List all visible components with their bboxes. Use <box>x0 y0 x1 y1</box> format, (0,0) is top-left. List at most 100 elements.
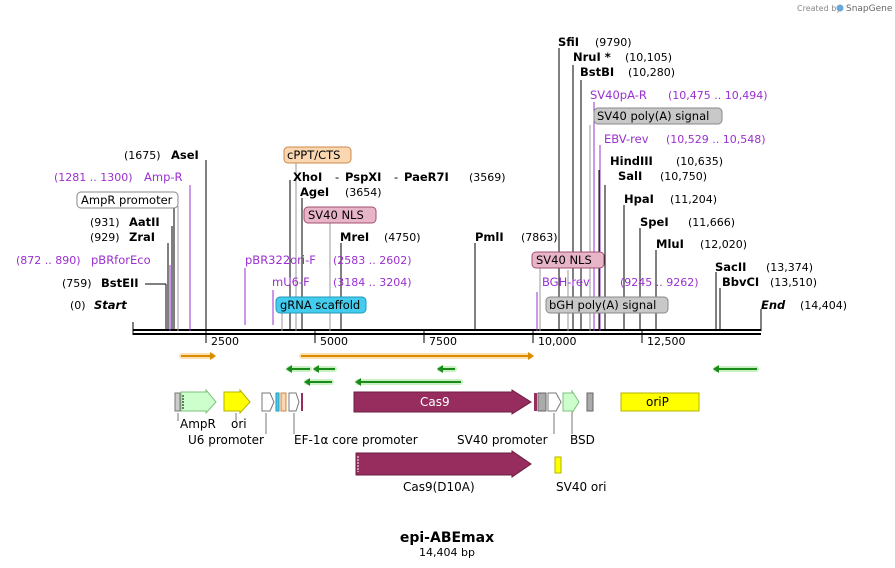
feature-cas9-arrow <box>353 389 532 415</box>
coord-bsteii: (759) <box>62 277 92 290</box>
site-agei: AgeI <box>300 185 329 199</box>
feature-label-bsd: BSD <box>570 433 595 447</box>
site-sali: SalI <box>618 169 642 183</box>
feature-ampr-promoter-mark <box>174 392 181 412</box>
coord-hpai: (11,204) <box>670 193 717 206</box>
feature-sv40-ori-box <box>554 456 562 474</box>
coord-sv40pa-r: (10,475 .. 10,494) <box>668 89 768 102</box>
orf-3-arrowhead <box>286 365 292 373</box>
backbone <box>132 322 761 335</box>
feature-label-ef1a: EF-1α core promoter <box>294 433 418 447</box>
primer-mu6-f: mU6-F <box>272 275 310 289</box>
site-start: Start <box>94 298 127 312</box>
coord-mlui: (12,020) <box>700 238 747 251</box>
feature-sv40-promoter <box>547 392 562 412</box>
site-hpai: HpaI <box>624 192 654 206</box>
orf-6-arrowhead <box>304 378 310 386</box>
feature-ori-arrow <box>223 388 251 415</box>
feature-ef1a-promoter <box>288 392 300 412</box>
feature-label-bgh-polya: bGH poly(A) signal <box>549 298 656 312</box>
feature-label-sv40-polya: SV40 poly(A) signal <box>597 109 709 123</box>
feature-label-cas9-d10a: Cas9(D10A) <box>403 480 475 494</box>
coord-pbr322ori-f: (2583 .. 2602) <box>333 254 412 267</box>
credit-brand: SnapGene <box>846 4 893 14</box>
snapgene-credit: Created by SnapGene <box>797 4 893 14</box>
coord-bstbi: (10,280) <box>628 66 675 79</box>
coord-sacii: (13,374) <box>766 261 813 274</box>
feature-label-ampr-promoter: AmpR promoter <box>81 193 173 207</box>
plasmid-length: 14,404 bp <box>419 546 475 559</box>
feature-bsd-arrow <box>562 389 580 415</box>
site-pspxi: PspXI <box>345 170 381 184</box>
credit-prefix: Created by <box>797 4 841 13</box>
site-xhoi: XhoI <box>293 170 322 184</box>
feature-cas9-inner-label: Cas9 <box>420 395 450 409</box>
box-sv40-polya <box>593 107 723 125</box>
orf-2-arrowhead <box>528 352 534 360</box>
coord-nrui: (10,105) <box>625 51 672 64</box>
feature-cas9-d10a-arrow <box>355 450 532 478</box>
feature-label-cppt-cts: cPPT/CTS <box>287 148 340 162</box>
tick-2500-label: 2500 <box>211 335 239 348</box>
tick-12500-label: 12,500 <box>647 335 686 348</box>
coord-end: (14,404) <box>800 299 847 312</box>
feature-label-u6-promoter: U6 promoter <box>188 433 264 447</box>
feature-ampr-arrow <box>180 388 217 415</box>
coord-xhoi-group: (3569) <box>469 171 506 184</box>
coord-hindiii: (10,635) <box>676 155 723 168</box>
feature-orip-box <box>620 392 700 412</box>
coord-ebv-rev: (10,529 .. 10,548) <box>666 133 766 146</box>
ruler: 2500 5000 7500 10,000 12,500 <box>205 331 686 348</box>
site-asei: AseI <box>171 148 199 162</box>
feature-u6-promoter <box>261 392 275 412</box>
tick-5000-label: 5000 <box>320 335 348 348</box>
site-labels: (0) Start (759) BstEII (872 .. 890) pBRf… <box>16 35 847 314</box>
primer-amp-r: Amp-R <box>144 170 183 184</box>
box-sv40-nls-1 <box>303 206 377 224</box>
site-zrai: ZraI <box>129 230 155 244</box>
site-bsteii: BstEII <box>101 276 139 290</box>
orf-5-arrowhead <box>437 365 443 373</box>
box-sv40-nls-2 <box>531 251 605 269</box>
site-hindiii: HindIII <box>610 154 653 168</box>
orf-4-arrowhead <box>313 365 319 373</box>
sep-1: - <box>335 170 339 184</box>
plasmid-title: epi-ABEmax <box>400 530 494 546</box>
primer-sv40pa-r: SV40pA-R <box>590 88 647 102</box>
feature-label-grna-scaffold: gRNA scaffold <box>280 298 360 312</box>
site-pmli: PmlI <box>475 230 504 244</box>
snapgene-logo-icon <box>836 4 844 12</box>
tick-7500-label: 7500 <box>429 335 457 348</box>
tick-10000-label: 10,000 <box>538 335 577 348</box>
coord-start: (0) <box>70 299 86 312</box>
site-bstbi: BstBI <box>580 65 614 79</box>
coord-aatii: (931) <box>90 216 120 229</box>
feature-orip-label: oriP <box>646 395 669 409</box>
site-nrui: NruI * <box>573 50 611 64</box>
feature-nls-mark <box>301 393 303 411</box>
orf-8-arrowhead <box>713 365 719 373</box>
coord-sfii: (9790) <box>595 36 632 49</box>
site-bbvci: BbvCI <box>722 275 759 289</box>
site-end: End <box>761 298 786 312</box>
sep-2: - <box>394 170 398 184</box>
site-mrei: MreI <box>340 230 369 244</box>
feature-cppt-mark <box>280 392 287 412</box>
backbone-bottom-strand <box>133 333 761 335</box>
feature-label-sv40-ori: SV40 ori <box>556 480 607 494</box>
feature-label-ampr: AmpR <box>180 417 216 431</box>
coord-mu6-f: (3184 .. 3204) <box>333 276 412 289</box>
feature-label-sv40-nls-2: SV40 NLS <box>536 253 592 267</box>
coord-spei: (11,666) <box>688 216 735 229</box>
orf-1-arrowhead <box>210 352 216 360</box>
orf-arrows <box>179 352 759 386</box>
coord-pbrforeco: (872 .. 890) <box>16 254 81 267</box>
site-sacii: SacII <box>715 260 746 274</box>
coord-amp-r: (1281 .. 1300) <box>54 171 133 184</box>
coord-bbvci: (13,510) <box>770 276 817 289</box>
coord-pmli: (7863) <box>521 231 558 244</box>
box-grna-scaffold <box>275 296 367 314</box>
primer-ebv-rev: EBV-rev <box>604 132 649 146</box>
feature-label-sv40-promoter: SV40 promoter <box>457 433 548 447</box>
